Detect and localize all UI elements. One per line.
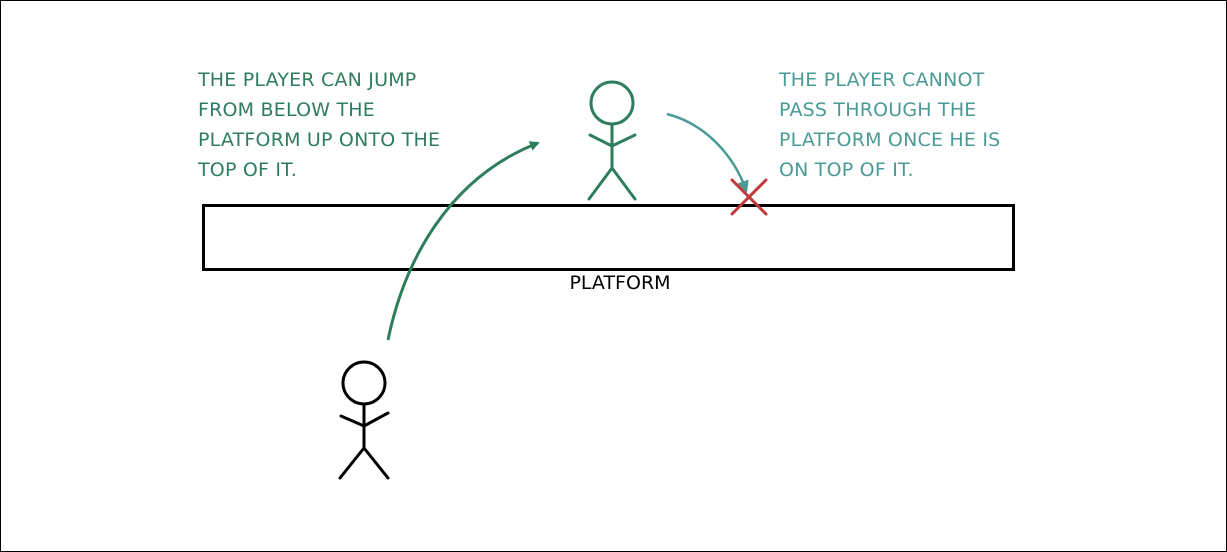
top-player-figure xyxy=(587,80,637,201)
blocked-caption: THE PLAYER CANNOT PASS THROUGH THE PLATF… xyxy=(779,65,1039,185)
blocked-caption-line: THE PLAYER CANNOT xyxy=(779,69,985,91)
platform-box xyxy=(202,204,1015,271)
top-player-leg-left xyxy=(587,166,614,201)
bottom-player-head xyxy=(341,360,387,406)
jump-caption: THE PLAYER CAN JUMP FROM BELOW THE PLATF… xyxy=(198,65,468,185)
top-player-arm-right xyxy=(610,133,637,148)
top-player-leg-right xyxy=(610,166,637,201)
bottom-player-leg-right xyxy=(362,446,390,480)
blocked-cross-icon xyxy=(730,178,768,216)
blocked-caption-line: ON TOP OF IT. xyxy=(779,159,914,181)
top-player-arm-left xyxy=(588,133,614,148)
jump-caption-line: PLATFORM UP ONTO THE xyxy=(198,129,441,151)
blocked-caption-line: PASS THROUGH THE xyxy=(779,99,977,121)
top-player-head xyxy=(589,80,635,126)
bottom-player-arm-right xyxy=(362,411,390,428)
jump-caption-line: TOP OF IT. xyxy=(198,159,297,181)
blocked-arrow xyxy=(666,112,749,193)
jump-arrow xyxy=(386,141,540,341)
platform-label: PLATFORM xyxy=(569,272,671,294)
jump-caption-line: THE PLAYER CAN JUMP xyxy=(198,69,417,91)
bottom-player-leg-left xyxy=(338,446,366,480)
bottom-player-figure xyxy=(338,360,390,480)
jump-caption-line: FROM BELOW THE xyxy=(198,99,375,121)
blocked-caption-line: PLATFORM ONCE HE IS xyxy=(779,129,1001,151)
bottom-player-arm-left xyxy=(339,414,366,428)
